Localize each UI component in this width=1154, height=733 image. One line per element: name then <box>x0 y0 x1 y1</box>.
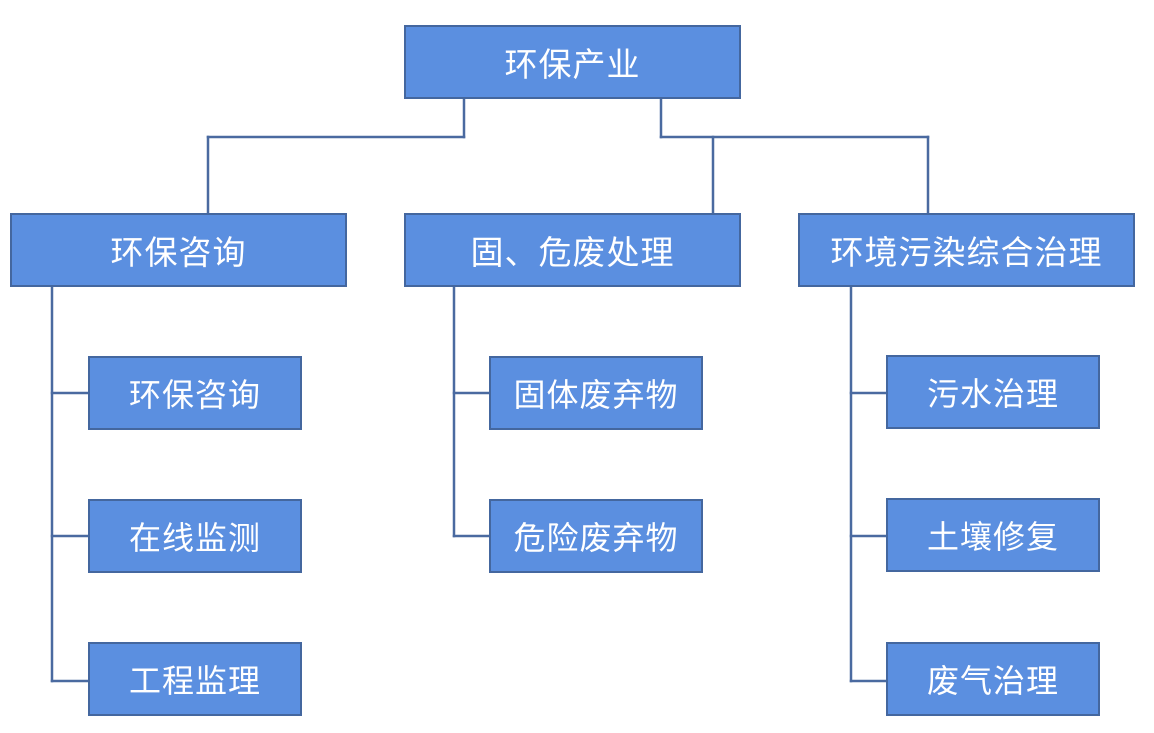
child-node-wastewater: 污水治理 <box>886 355 1100 429</box>
child-node-engineering-supervision: 工程监理 <box>88 642 302 716</box>
root-node: 环保产业 <box>404 25 741 99</box>
category-node-pollution-control: 环境污染综合治理 <box>798 213 1135 287</box>
child-node-online-monitoring: 在线监测 <box>88 499 302 573</box>
child-node-consulting: 环保咨询 <box>88 356 302 430</box>
child-node-soil-remediation: 土壤修复 <box>886 498 1100 572</box>
category-node-waste-treatment: 固、危废处理 <box>404 213 741 287</box>
category-node-consulting: 环保咨询 <box>10 213 347 287</box>
child-node-solid-waste: 固体废弃物 <box>489 356 703 430</box>
child-node-hazardous-waste: 危险废弃物 <box>489 499 703 573</box>
child-node-waste-gas: 废气治理 <box>886 642 1100 716</box>
